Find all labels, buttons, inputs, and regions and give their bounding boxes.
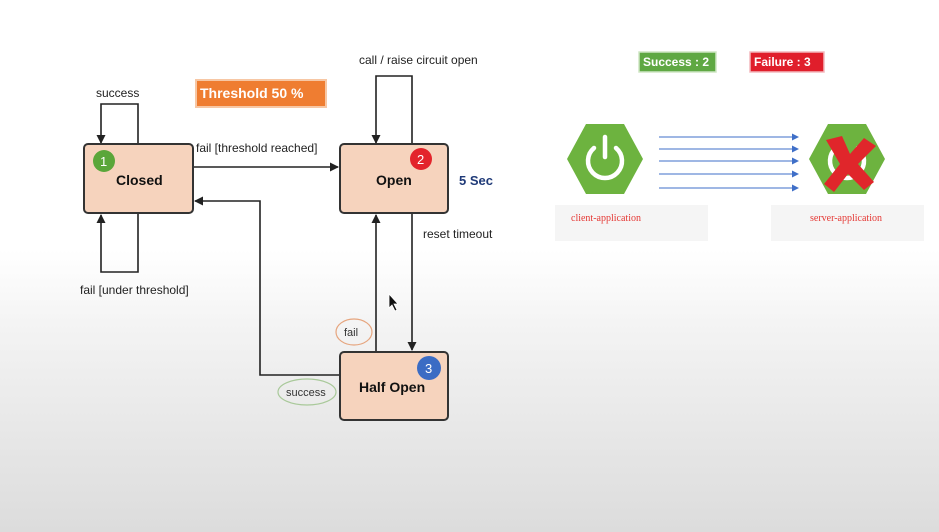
open-state-badge <box>410 148 432 170</box>
open-state-label: Open <box>376 172 412 188</box>
closed-success-loop-arrow <box>96 103 139 144</box>
failure-tag-text: Failure : 3 <box>754 55 811 69</box>
server-panel <box>771 205 924 241</box>
closed-state-badge-number: 1 <box>100 154 107 169</box>
client-panel <box>555 205 708 241</box>
error-cross-icon <box>824 136 876 192</box>
half-open-state-badge <box>417 356 441 380</box>
half-to-closed-label: success <box>286 387 326 399</box>
closed-fail-label: fail [under threshold] <box>80 283 189 297</box>
open-to-half-label: reset timeout <box>423 227 493 241</box>
closed-state: 1 Closed <box>83 143 194 214</box>
fail-oval <box>335 318 373 346</box>
half-open-state-label: Half Open <box>359 379 425 395</box>
closed-to-open-label: fail [threshold reached] <box>196 141 317 155</box>
success-tag-bg <box>638 51 717 73</box>
closed-state-badge <box>93 150 115 172</box>
closed-state-label: Closed <box>116 172 163 188</box>
threshold-label: Threshold 50 % <box>200 85 304 101</box>
open-self-loop-arrow <box>371 75 413 144</box>
threshold-badge-bg <box>195 79 327 108</box>
client-application-label: client-application <box>571 213 641 224</box>
failure-count-tag: Failure : 3 <box>749 51 825 73</box>
mouse-pointer-icon <box>388 292 399 312</box>
open-self-label: call / raise circuit open <box>359 53 478 67</box>
server-application-label: server-application <box>810 213 882 224</box>
half-to-closed-arrow <box>194 196 340 376</box>
success-tag-text: Success : 2 <box>643 55 709 69</box>
request-lines <box>659 133 799 192</box>
closed-success-label: success <box>96 86 139 100</box>
client-application: client-application <box>555 124 708 241</box>
threshold-badge: Threshold 50 % <box>195 79 327 108</box>
server-application: server-application <box>771 124 924 241</box>
open-state-badge-number: 2 <box>417 152 424 167</box>
success-count-tag: Success : 2 <box>638 51 717 73</box>
open-timer-label: 5 Sec <box>459 173 493 188</box>
success-oval <box>277 378 337 406</box>
half-to-open-label: fail <box>344 327 358 339</box>
half-open-state: 3 Half Open <box>339 351 449 421</box>
failure-tag-bg <box>749 51 825 73</box>
closed-fail-loop-arrow <box>96 214 139 273</box>
power-icon <box>585 145 625 181</box>
open-state: 2 Open 5 Sec <box>339 143 493 214</box>
half-open-state-badge-number: 3 <box>425 361 432 376</box>
